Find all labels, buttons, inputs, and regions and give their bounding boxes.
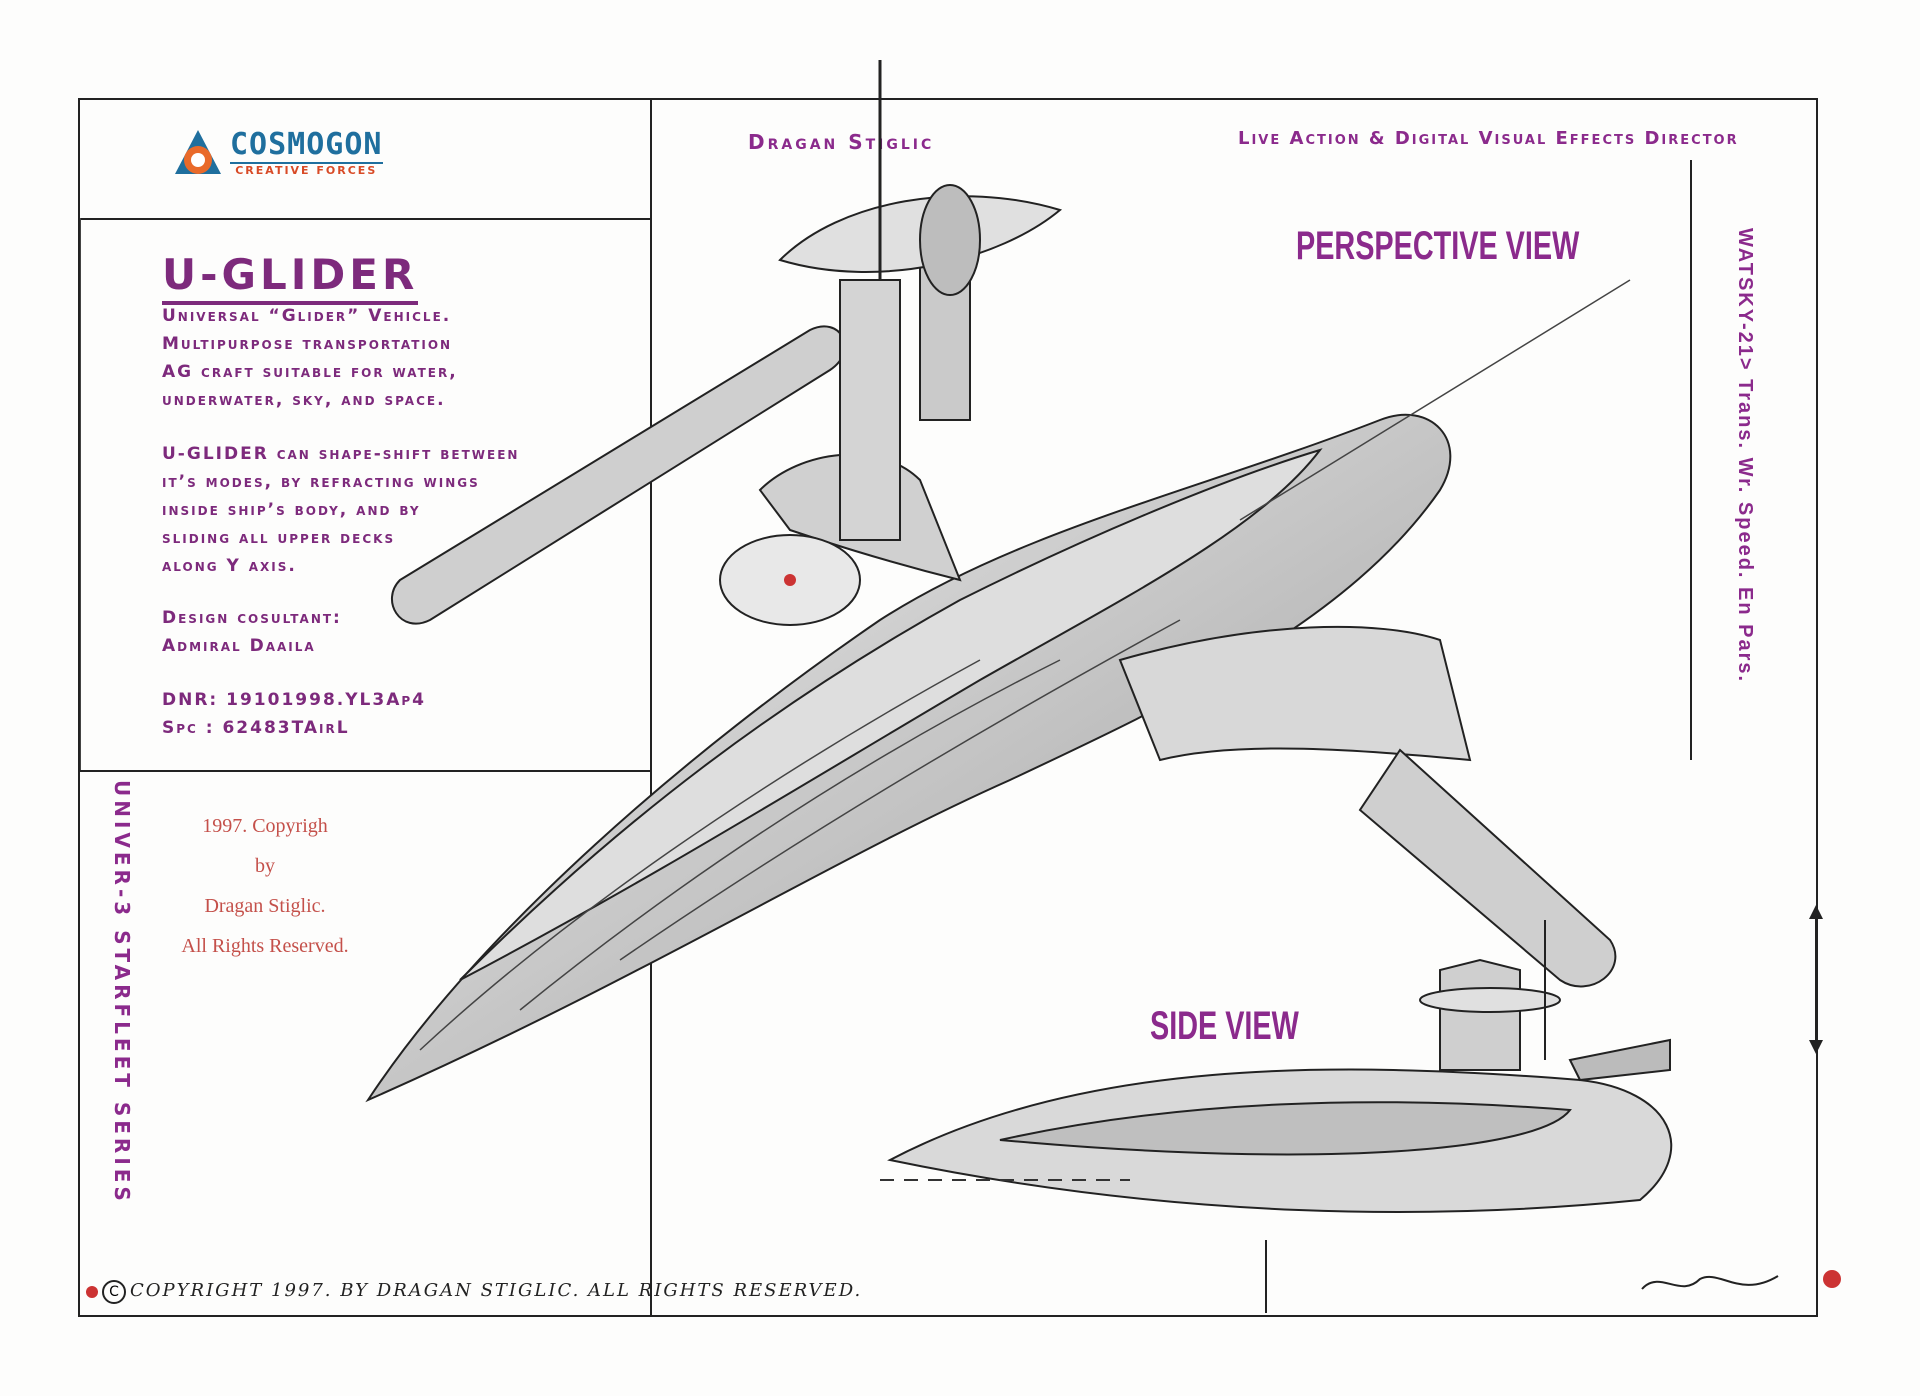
description-line: Multipurpose transportation — [162, 334, 453, 354]
copyright-line: All Rights Reserved. — [181, 935, 349, 957]
outer-frame — [78, 98, 1818, 1317]
description-line: AG craft suitable for water, — [162, 362, 458, 382]
signature-icon — [1640, 1264, 1780, 1304]
consultant-block: Design cosultant: Admiral Daaila — [162, 604, 642, 660]
left-panel-top-rule — [78, 218, 652, 220]
cosmogon-logo: COSMOGON CREATIVE FORCES — [172, 122, 427, 184]
copyright-line: 1997. Copyrigh — [202, 815, 328, 837]
bottom-divider — [1265, 1240, 1267, 1313]
copyright-notice: 1997. Copyrigh by Dragan Stiglic. All Ri… — [180, 806, 350, 966]
copyright-symbol-icon: C — [102, 1280, 126, 1304]
shape-shift-line: U-GLIDER can shape-shift between — [162, 444, 520, 464]
shape-shift-line: inside ship’s body, and by — [162, 500, 421, 520]
artist-role: Live Action & Digital Visual Effects Dir… — [1238, 128, 1739, 149]
side-view-label: SIDE VIEW — [1150, 1004, 1299, 1048]
left-panel-bottom-rule — [78, 770, 652, 772]
logo-name: COSMOGON — [230, 126, 383, 162]
code-block: DNR: 19101998.YL3Ap4 Spc : 62483TAirL — [162, 686, 642, 742]
shape-shift-line: sliding all upper decks — [162, 528, 396, 548]
dnr-code: DNR: 19101998.YL3Ap4 — [162, 690, 426, 710]
arrow-up-icon — [1809, 905, 1823, 919]
shape-shift-description: U-GLIDER can shape-shift between it’s mo… — [162, 440, 642, 580]
description-line: Universal “Glider” Vehicle. — [162, 306, 452, 326]
right-strip-divider — [1690, 160, 1692, 760]
consultant-label: Design cosultant: — [162, 608, 342, 628]
footer-red-dot — [86, 1286, 98, 1298]
copyright-line: Dragan Stiglic. — [204, 895, 326, 917]
series-label: UNIVER-3 STARFLEET SERIES — [110, 780, 134, 1205]
footer-red-dot-right — [1823, 1270, 1841, 1288]
shape-shift-line: along Y axis. — [162, 556, 297, 576]
perspective-view-label: PERSPECTIVE VIEW — [1296, 224, 1580, 268]
right-strip-label: WATSKY-21> Trans. Wr. Speed. En Pars. — [1734, 228, 1756, 684]
vehicle-title: U-GLIDER — [162, 250, 419, 305]
ship-perspective-drawing — [365, 60, 1631, 1103]
consultant-name: Admiral Daaila — [162, 636, 316, 656]
logo-text: COSMOGON CREATIVE FORCES — [230, 126, 383, 177]
description-line: underwater, sky, and space. — [162, 390, 446, 410]
artist-name: Dragan Stiglic — [748, 130, 935, 154]
spc-code: Spc : 62483TAirL — [162, 718, 350, 738]
description-panel — [80, 218, 651, 770]
vehicle-description: Universal “Glider” Vehicle. Multipurpose… — [162, 302, 642, 414]
arrow-down-icon — [1809, 1040, 1823, 1054]
footer-copyright: COPYRIGHT 1997. BY DRAGAN STIGLIC. ALL R… — [130, 1280, 863, 1301]
logo-emblem-icon — [175, 130, 221, 174]
left-column-divider — [650, 98, 652, 1315]
copyright-line: by — [255, 855, 275, 877]
logo-tagline: CREATIVE FORCES — [230, 161, 383, 177]
shape-shift-line: it’s modes, by refracting wings — [162, 472, 480, 492]
dimension-arrow-line — [1815, 915, 1817, 1045]
ship-side-view-drawing — [880, 920, 1673, 1213]
